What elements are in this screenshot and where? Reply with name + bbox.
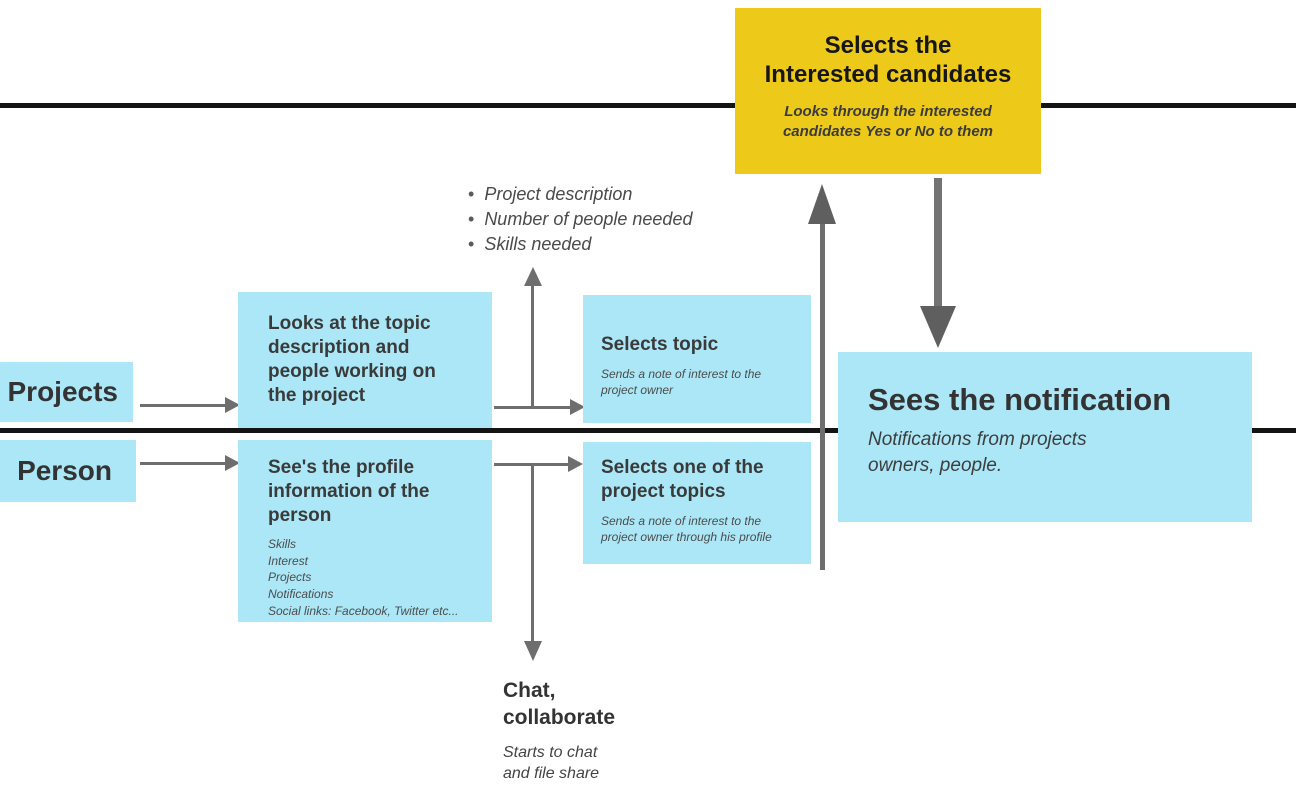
timeline-top-line: [0, 103, 1296, 108]
node-subtitle: Looks through the interested candidates …: [782, 102, 994, 140]
lane-label-text: Person: [17, 455, 112, 486]
node-title: Sees the notification: [868, 382, 1172, 417]
node-looks-at-topic: Looks at the topic description and peopl…: [238, 292, 492, 428]
node-title: Selects one of the project topics: [601, 457, 764, 502]
profile-detail-item: Notifications: [268, 587, 334, 602]
node-title: Selects topic: [601, 334, 719, 355]
profile-detail-item: Interest: [268, 553, 309, 568]
lane-label-text: Projects: [7, 376, 119, 407]
node-title: See's the profile information of the per…: [268, 457, 430, 526]
project-details-bullet-list: Project description Number of people nee…: [468, 182, 692, 257]
note-title: Chat, collaborate: [503, 679, 616, 729]
node-title: Selects the Interested candidates: [764, 32, 1012, 88]
lane-label-person: Person: [0, 440, 136, 502]
node-subtitle: Sends a note of interest to the project …: [601, 366, 762, 398]
lane-label-projects: Projects: [0, 362, 133, 422]
timeline-middle-line: [0, 428, 1296, 433]
profile-detail-list: Skills Interest Projects Notifications S…: [268, 536, 482, 620]
profile-detail-item: Projects: [268, 570, 312, 585]
node-title: Looks at the topic description and peopl…: [268, 313, 436, 406]
node-subtitle: Notifications from projects owners, peop…: [868, 429, 1087, 476]
bullet-item: Skills needed: [468, 232, 692, 257]
node-selects-topic: Selects topic Sends a note of interest t…: [583, 295, 811, 423]
node-selects-one-of-topics: Selects one of the project topics Sends …: [583, 442, 811, 564]
node-selects-interested-candidates: Selects the Interested candidates Looks …: [735, 8, 1041, 174]
profile-detail-item: Skills: [268, 536, 297, 551]
node-profile-information: See's the profile information of the per…: [238, 440, 492, 622]
note-subtitle: Starts to chat and file share: [503, 743, 600, 783]
chat-collaborate-note: Chat, collaborate Starts to chat and fil…: [503, 678, 631, 785]
node-subtitle: Sends a note of interest to the project …: [601, 513, 772, 545]
node-sees-notification: Sees the notification Notifications from…: [838, 352, 1252, 522]
bullet-item: Number of people needed: [468, 207, 692, 232]
profile-detail-item: Social links: Facebook, Twitter etc...: [268, 604, 459, 618]
bullet-item: Project description: [468, 182, 692, 207]
